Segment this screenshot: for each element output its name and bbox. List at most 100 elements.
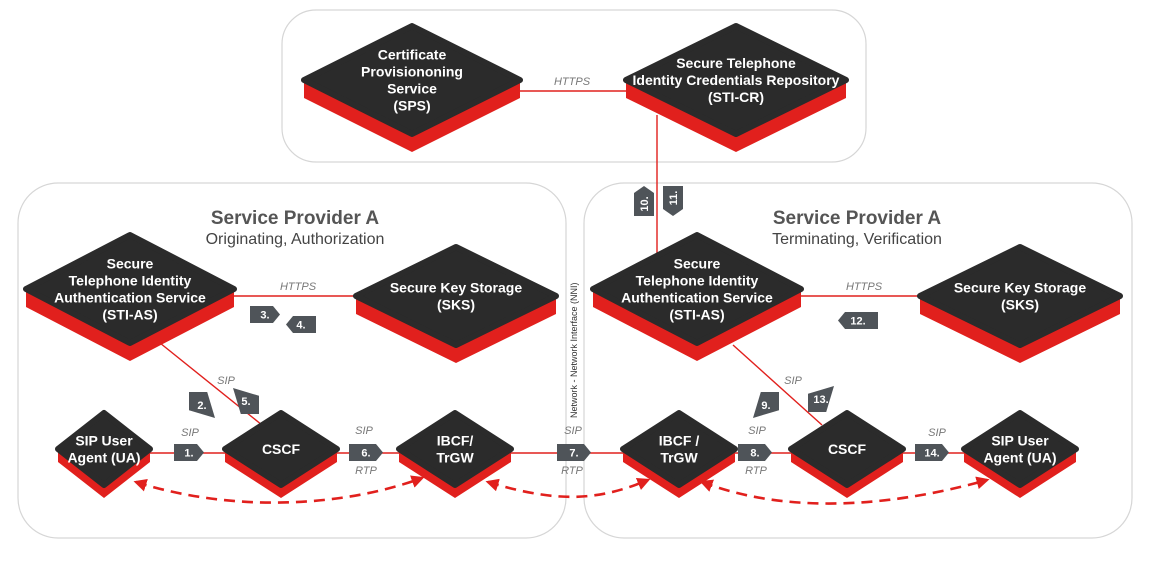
right-group-title: Service Provider A	[773, 208, 942, 229]
ua-left-node-label: SIP User	[75, 432, 133, 448]
step-number: 12.	[850, 316, 865, 328]
step-badge-shape	[250, 306, 280, 323]
stias-right-node-label: Telephone Identity	[636, 272, 759, 288]
cscf-left-node-side	[225, 449, 337, 498]
sks-right-node-label: (SKS)	[1001, 296, 1039, 312]
stias-right-node-label: (STI-AS)	[669, 306, 724, 322]
step-badge-shape	[557, 444, 591, 461]
protocol-labels: HTTPS HTTPS HTTPS SIP SIP SIP RTP SIP RT…	[181, 76, 946, 477]
cscf-left-node[interactable]: CSCF	[222, 410, 340, 498]
proto-sip-ibcf-cscf-right: SIP	[748, 425, 766, 437]
step-badge-4: 4.	[286, 316, 316, 333]
proto-rtp-nni: RTP	[561, 465, 583, 477]
ibcf-right-node[interactable]: IBCF /TrGW	[620, 410, 738, 498]
ibcf-right-node-side	[623, 449, 735, 498]
stias-left-node-top	[23, 232, 237, 346]
sks-left-node[interactable]: Secure Key Storage(SKS)	[353, 244, 559, 363]
step-badge-5: 5.	[233, 388, 259, 414]
proto-https-left: HTTPS	[280, 281, 317, 293]
left-group-title: Service Provider A	[211, 208, 380, 229]
cscf-right-node-label: CSCF	[828, 441, 867, 457]
stias-right-node-top	[590, 232, 804, 346]
ua-right-node-label: SIP User	[991, 432, 1049, 448]
step-badge-6: 6.	[349, 444, 383, 461]
step-badge-12: 12.	[838, 312, 878, 329]
step-number: 8.	[750, 448, 759, 460]
step-number: 13.	[813, 394, 828, 406]
stias-left-node-label: (STI-AS)	[102, 306, 157, 322]
proto-rtp-cscf-ibcf-left: RTP	[355, 465, 377, 477]
stias-right-node-side	[593, 289, 801, 361]
cscf-right-node-side	[791, 449, 903, 498]
stias-left-node-label: Authentication Service	[54, 289, 206, 305]
step-number: 5.	[241, 396, 250, 408]
ibcf-left-node-side	[399, 449, 511, 498]
step-badge-shape	[189, 392, 215, 418]
sps-node-side	[304, 80, 520, 152]
step-number: 14.	[924, 448, 939, 460]
sks-left-node-top	[353, 244, 559, 348]
step-number: 9.	[761, 400, 770, 412]
sks-right-node-side	[920, 296, 1120, 363]
stias-right-node-label: Secure	[674, 255, 721, 271]
step-badge-10: 10.	[634, 186, 654, 216]
sks-right-node-label: Secure Key Storage	[954, 279, 1086, 295]
proto-sip-stias-cscf-left: SIP	[217, 375, 235, 387]
step-number: 1.	[184, 448, 193, 460]
ua-left-node-top	[55, 410, 153, 488]
left-group-subtitle: Originating, Authorization	[206, 231, 385, 248]
sks-right-node-top	[917, 244, 1123, 348]
step-badge-7: 7.	[557, 444, 591, 461]
proto-https-right: HTTPS	[846, 281, 883, 293]
stias-right-node-label: Authentication Service	[621, 289, 773, 305]
sps-node-label: Certificate	[378, 46, 447, 62]
ibcf-left-node[interactable]: IBCF/TrGW	[396, 410, 514, 498]
sticr-node-label: Identity Credentials Repository	[633, 72, 840, 88]
step-badge-shape	[174, 444, 204, 461]
step-badge-shape	[286, 316, 316, 333]
sks-left-node-side	[356, 296, 556, 363]
cscf-right-node[interactable]: CSCF	[788, 410, 906, 498]
ua-right-node-side	[964, 449, 1076, 498]
cscf-right-node-top	[788, 410, 906, 488]
step-badge-1: 1.	[174, 444, 204, 461]
line-stias-cscf-right	[732, 344, 823, 426]
step-badges: 1.2.3.4.5.6.7.8.9.10.11.12.13.14.	[174, 186, 949, 461]
step-badge-shape	[753, 392, 779, 418]
stias-left-node-label: Secure	[107, 255, 154, 271]
proto-sip-cscf-ua-right: SIP	[928, 427, 946, 439]
step-badge-9: 9.	[753, 392, 779, 418]
sks-left-node-label: Secure Key Storage	[390, 279, 522, 295]
stias-left-node-label: Telephone Identity	[69, 272, 192, 288]
proto-rtp-ibcf-cscf-right: RTP	[745, 465, 767, 477]
step-number: 10.	[639, 196, 651, 211]
ibcf-right-node-label: TrGW	[660, 449, 698, 465]
sticr-node-label: Secure Telephone	[676, 55, 796, 71]
sks-right-node[interactable]: Secure Key Storage(SKS)	[917, 244, 1123, 363]
stias-left-node-side	[26, 289, 234, 361]
proto-sip-stias-cscf-right: SIP	[784, 375, 802, 387]
proto-sip-cscf-ibcf-left: SIP	[355, 425, 373, 437]
ibcf-left-node-top	[396, 410, 514, 488]
ibcf-right-node-label: IBCF /	[659, 432, 700, 448]
proto-sip-nni: SIP	[564, 425, 582, 437]
step-badge-shape	[663, 186, 683, 216]
step-badge-shape	[915, 444, 949, 461]
step-number: 6.	[361, 448, 370, 460]
media-arrows	[133, 475, 990, 505]
ua-right-node-top	[961, 410, 1079, 488]
step-badge-11: 11.	[663, 186, 683, 216]
ua-right-node-label: Agent (UA)	[983, 449, 1056, 465]
proto-sip-ua-cscf-left: SIP	[181, 427, 199, 439]
sps-node-label: Provisiononing	[361, 63, 463, 79]
step-number: 11.	[668, 191, 680, 206]
step-badge-8: 8.	[738, 444, 772, 461]
